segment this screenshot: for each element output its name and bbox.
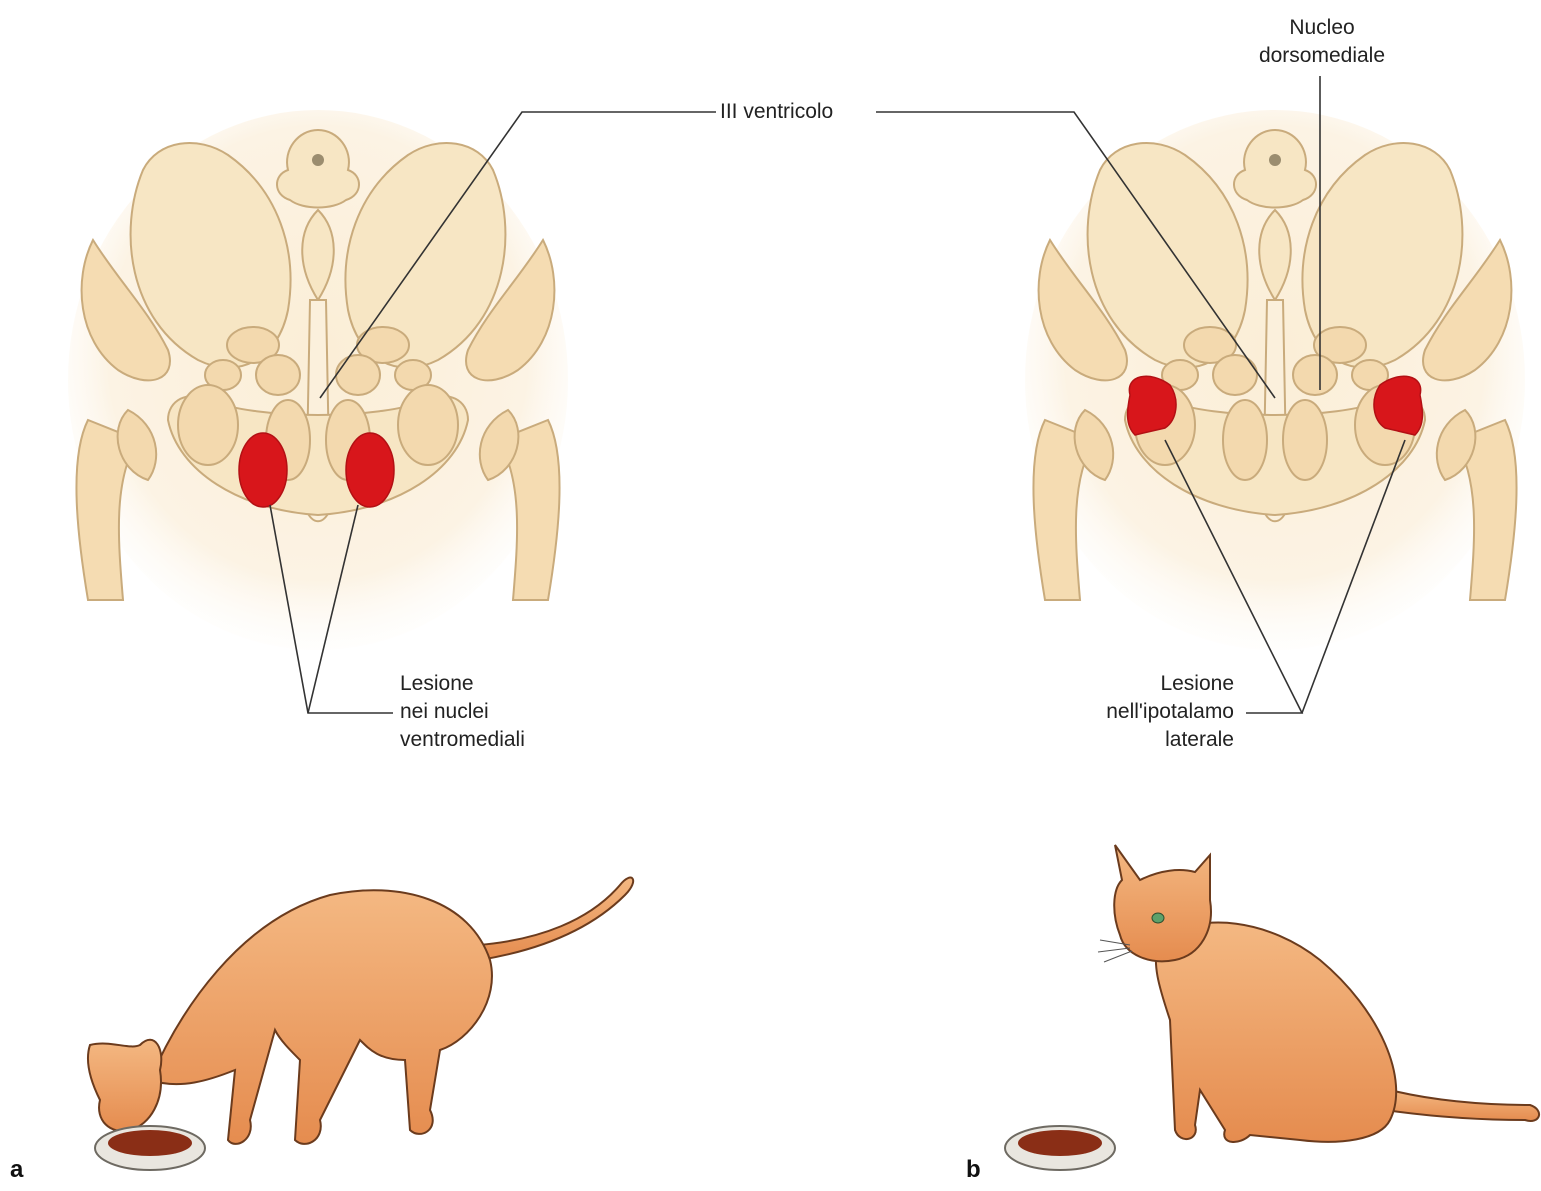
label-lesion-lat-line-1: Lesione — [1040, 670, 1234, 698]
label-lesion-vm-line-1: Lesione — [400, 670, 525, 698]
label-lesion-vm-line-2: nei nuclei — [400, 698, 525, 726]
label-third-ventricle: III ventricolo — [720, 98, 833, 126]
lesion-ventromedial-right — [346, 433, 394, 507]
brain-section-left — [68, 110, 568, 650]
panel-label-a: a — [10, 1156, 23, 1184]
label-lesion-lat-line-3: laterale — [1040, 726, 1234, 754]
panel-label-b: b — [966, 1156, 981, 1184]
brain-section-right — [1025, 110, 1525, 650]
label-lesion-ventromedial: Lesione nei nuclei ventromediali — [400, 670, 525, 754]
label-dorsomedial-nucleus: Nucleo dorsomediale — [1240, 14, 1404, 70]
label-lesion-lat-line-2: nell'ipotalamo — [1040, 698, 1234, 726]
cat-sitting — [1005, 845, 1539, 1170]
label-lesion-vm-line-3: ventromediali — [400, 726, 525, 754]
cat-eating — [88, 878, 633, 1170]
label-dorsomedial-line-2: dorsomediale — [1240, 42, 1404, 70]
label-lesion-lateral: Lesione nell'ipotalamo laterale — [1040, 670, 1234, 754]
label-dorsomedial-line-1: Nucleo — [1240, 14, 1404, 42]
lesion-ventromedial-left — [239, 433, 287, 507]
